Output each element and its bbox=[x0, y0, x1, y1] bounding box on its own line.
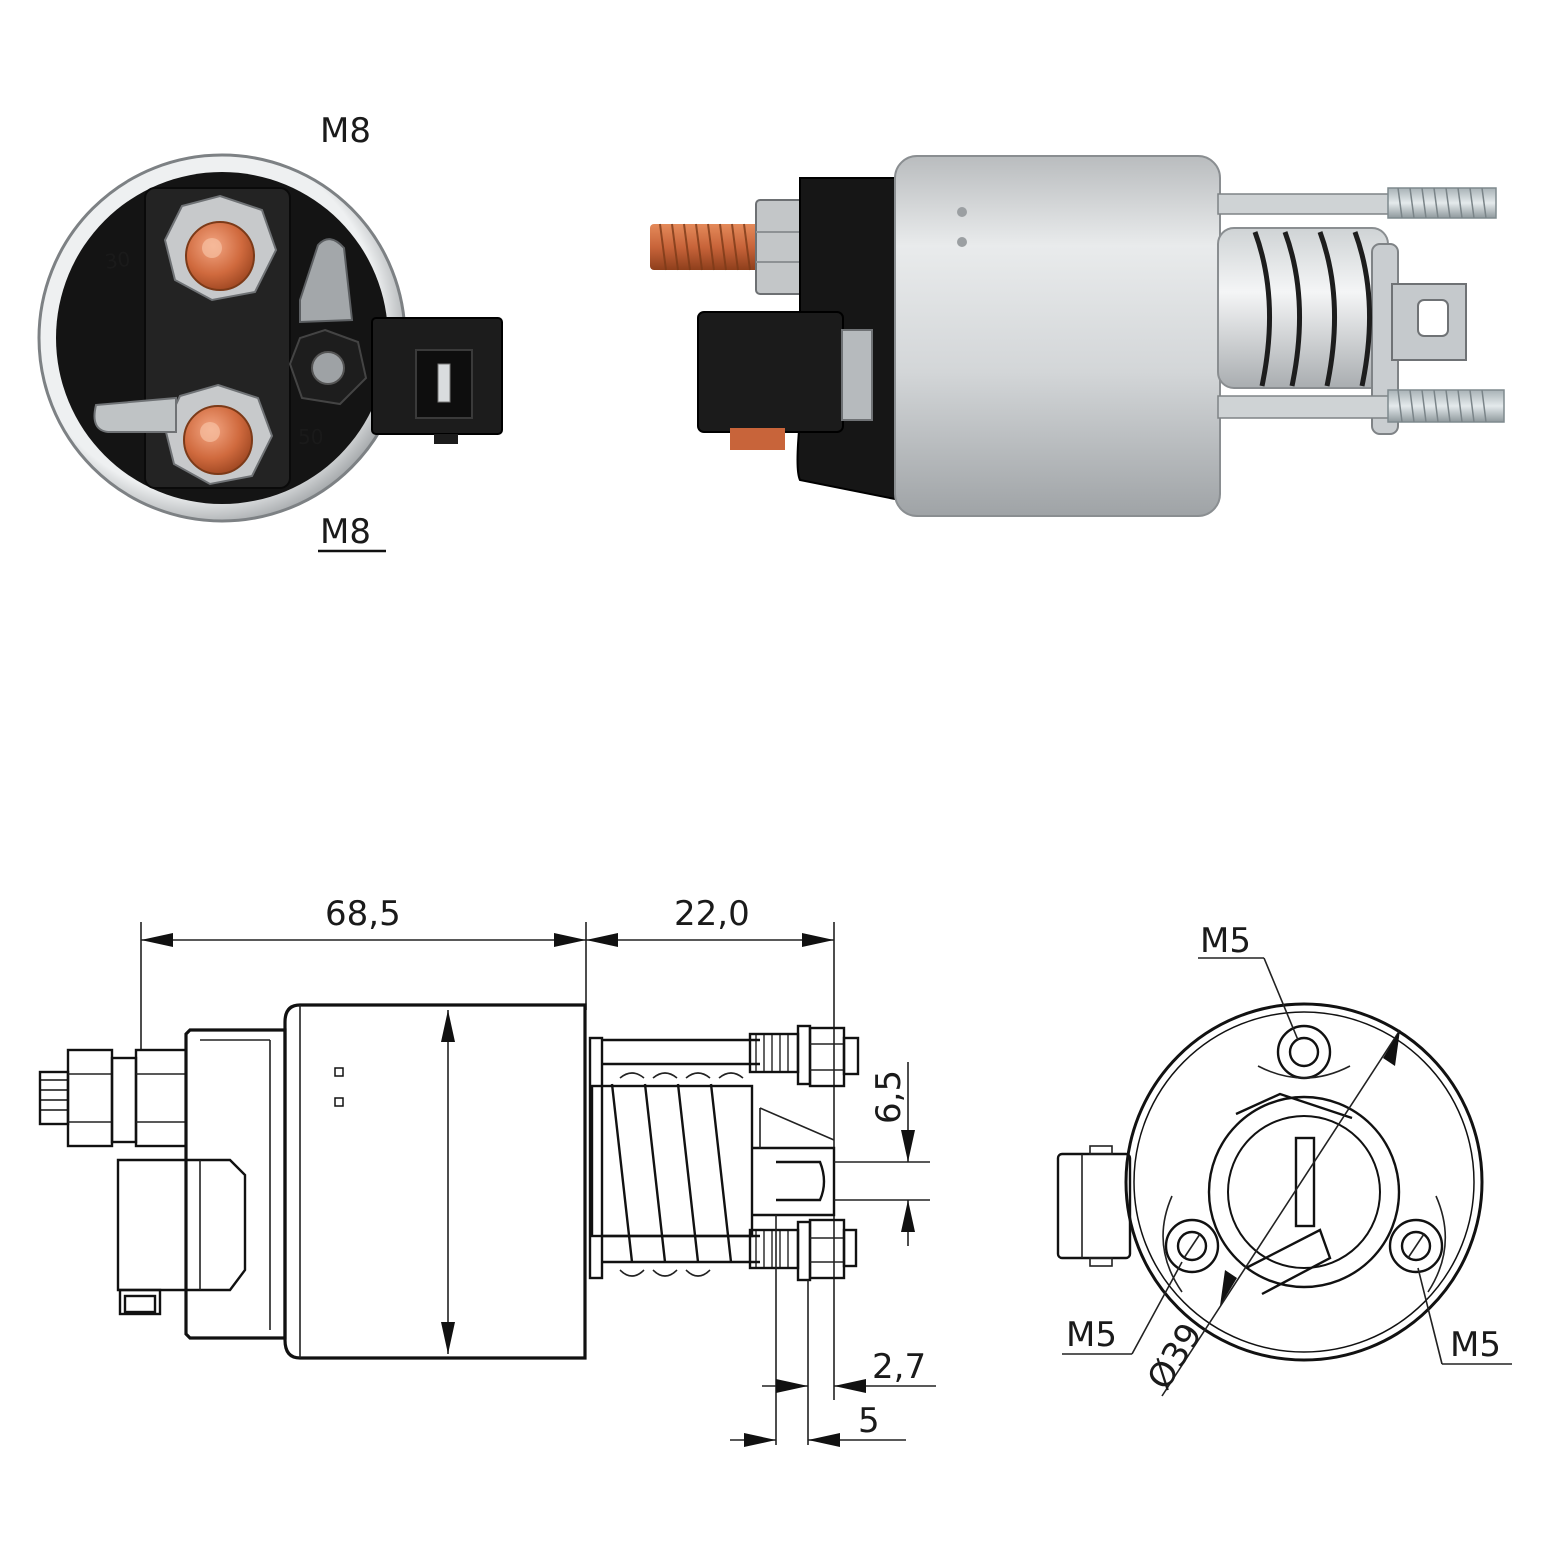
stud-top-shank bbox=[1217, 193, 1394, 215]
terminal-50-label: 50 bbox=[298, 425, 323, 449]
side-connector bbox=[697, 311, 844, 433]
terminal-tab bbox=[93, 396, 177, 433]
bolt-nut bbox=[755, 199, 805, 295]
dim-label-length-body: 68,5 bbox=[325, 894, 401, 934]
photo-end-view: 30 50 bbox=[37, 153, 503, 523]
hole-label-top: M5 bbox=[1200, 921, 1251, 961]
thread-label-bottom: M8 bbox=[320, 512, 371, 552]
hole-label-right: M5 bbox=[1450, 1325, 1501, 1365]
copper-bolt bbox=[650, 224, 760, 270]
hole-left bbox=[1162, 1195, 1220, 1293]
terminal-30-label: 30 bbox=[103, 247, 132, 274]
drawing-end-view bbox=[1056, 957, 1512, 1397]
return-spring bbox=[1252, 231, 1372, 387]
connector-outline bbox=[1056, 1152, 1132, 1260]
thread-label-top: M8 bbox=[320, 111, 371, 151]
hole-top bbox=[1257, 1024, 1351, 1080]
terminal-50 bbox=[163, 383, 274, 486]
dim-label-5: 5 bbox=[858, 1401, 880, 1441]
copper-stud-top bbox=[185, 221, 255, 291]
dim-label-length-plunger: 22,0 bbox=[674, 894, 750, 934]
housing-can bbox=[894, 155, 1221, 517]
hole-label-left: M5 bbox=[1066, 1315, 1117, 1355]
photo-side-view bbox=[650, 155, 1505, 517]
diameter-line bbox=[1161, 1029, 1401, 1397]
drawing-side-view bbox=[38, 922, 936, 1447]
terminal-30 bbox=[163, 194, 278, 302]
stud-bottom-shank bbox=[1217, 395, 1394, 419]
bore-outline bbox=[1207, 1095, 1401, 1289]
housing-outline bbox=[1124, 1002, 1484, 1362]
copper-stud-bottom bbox=[183, 405, 253, 475]
field-strap bbox=[299, 238, 354, 324]
stud-top-thread bbox=[1387, 187, 1497, 219]
dim-label-6-5: 6,5 bbox=[869, 1070, 909, 1124]
hole-right bbox=[1388, 1195, 1447, 1293]
dim-label-2-7: 2,7 bbox=[872, 1347, 926, 1387]
lower-copper-bolt bbox=[730, 428, 785, 450]
